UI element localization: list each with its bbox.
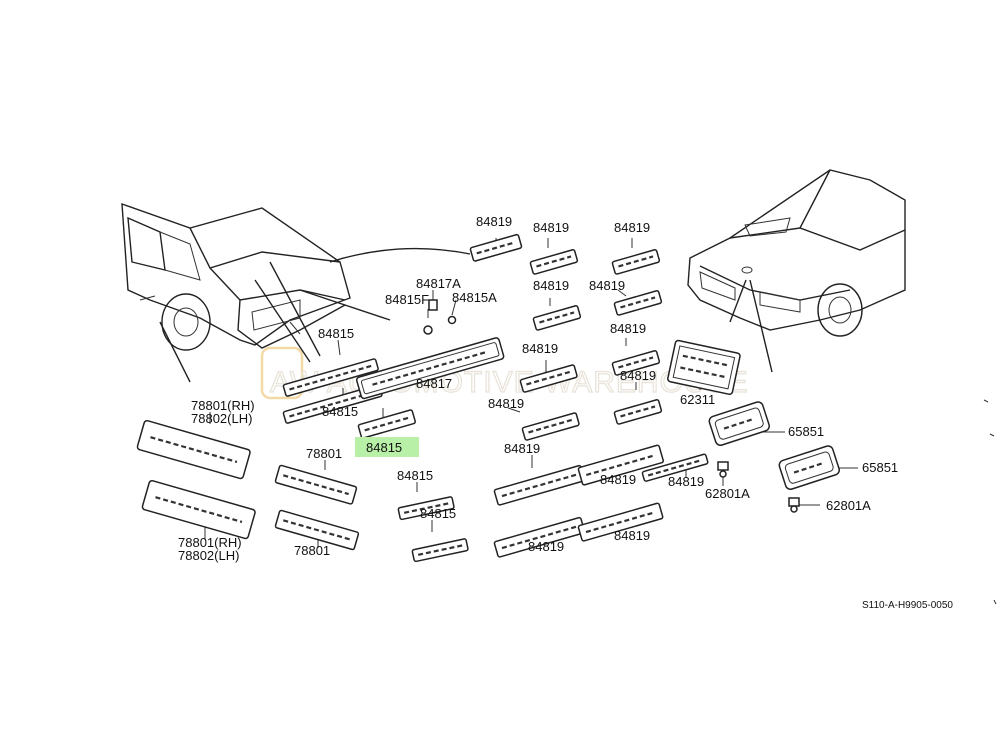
label-84819-b[interactable]: 84819: [533, 220, 569, 235]
emblem-78801-gazelle-small: [274, 509, 360, 551]
badge-84819-b: [529, 249, 579, 275]
front-car-illustration: [687, 169, 906, 337]
badge-84819-n: [577, 502, 664, 542]
label-84819-k[interactable]: 84819: [600, 472, 636, 487]
label-84819-l[interactable]: 84819: [668, 474, 704, 489]
label-84819-e[interactable]: 84819: [589, 278, 625, 293]
emblem-65851-a: [708, 401, 770, 446]
label-78802-lh-lower[interactable]: 78802(LH): [178, 548, 239, 563]
badge-84819-d: [532, 305, 582, 331]
label-84819-m[interactable]: 84819: [528, 539, 564, 554]
label-84817[interactable]: 84817: [416, 376, 452, 391]
label-62801a-a[interactable]: 62801A: [705, 486, 750, 501]
badge-84819-f: [611, 350, 661, 376]
label-62311[interactable]: 62311: [680, 392, 715, 407]
label-84815-top[interactable]: 84815: [318, 326, 354, 341]
label-84819-d[interactable]: 84819: [533, 278, 569, 293]
badge-84815-lo1: [397, 496, 455, 521]
badge-84815-hl: [357, 409, 416, 439]
badge-84815-lo2: [411, 538, 469, 563]
clip-84815f: [423, 325, 433, 335]
label-84815f[interactable]: 84815F: [385, 292, 429, 307]
grille-badge-62311: [667, 339, 741, 395]
margin-marks: [983, 399, 997, 605]
label-78802-lh-upper[interactable]: 78802(LH): [191, 411, 252, 426]
clip-62801a-b: [788, 497, 800, 513]
label-84815a[interactable]: 84815A: [452, 290, 497, 305]
emblem-78801-silvia-small: [274, 464, 358, 505]
badge-84819-a: [469, 233, 523, 262]
emblem-78801-gazelle-large: [141, 479, 256, 540]
emblem-78801-silvia-large: [136, 419, 251, 480]
clip-62801a-a: [717, 461, 729, 478]
badge-84819-e: [613, 290, 663, 316]
badge-84815-top: [282, 358, 379, 397]
label-84815-lower-1[interactable]: 84815: [397, 468, 433, 483]
label-65851-a[interactable]: 65851: [788, 424, 824, 439]
badge-84819-c: [611, 249, 661, 275]
selected-part-highlight: [355, 437, 419, 457]
label-84819-c[interactable]: 84819: [614, 220, 650, 235]
label-62801a-b[interactable]: 62801A: [826, 498, 871, 513]
label-84815-lower-2[interactable]: 84815: [420, 506, 456, 521]
label-84819-n[interactable]: 84819: [614, 528, 650, 543]
label-84819-h[interactable]: 84819: [620, 368, 656, 383]
label-84819-f[interactable]: 84819: [610, 321, 646, 336]
clip-84817a: [428, 299, 438, 311]
garnish-84817: [355, 337, 505, 400]
label-78801-b[interactable]: 78801: [294, 543, 330, 558]
label-84817a[interactable]: 84817A: [416, 276, 461, 291]
label-65851-b[interactable]: 65851: [862, 460, 898, 475]
badge-84819-l: [641, 453, 709, 482]
clip-84815a: [447, 315, 457, 325]
label-84819-i[interactable]: 84819: [488, 396, 524, 411]
rear-car-illustration: [121, 202, 351, 351]
emblem-parts: [136, 233, 840, 563]
badge-84819-g: [519, 364, 578, 393]
label-84819-j[interactable]: 84819: [504, 441, 540, 456]
badge-84819-i: [521, 412, 580, 441]
badge-84819-k: [577, 444, 664, 486]
badge-84819-h: [613, 399, 663, 425]
label-84819-g[interactable]: 84819: [522, 341, 558, 356]
diagram-code: S110-A-H9905-0050: [862, 600, 953, 611]
label-84815-selected[interactable]: 84815: [366, 440, 402, 455]
label-78801-rh-upper[interactable]: 78801(RH): [191, 398, 255, 413]
label-84815-mid[interactable]: 84815: [322, 404, 358, 419]
badge-84819-j: [493, 464, 586, 506]
emblem-65851-b: [778, 445, 840, 490]
label-84819-a[interactable]: 84819: [476, 214, 512, 229]
label-78801-rh-lower[interactable]: 78801(RH): [178, 535, 242, 550]
part-labels: 84819 84819 84819 84819 84819 84819 8481…: [178, 214, 953, 611]
label-78801-a[interactable]: 78801: [306, 446, 342, 461]
